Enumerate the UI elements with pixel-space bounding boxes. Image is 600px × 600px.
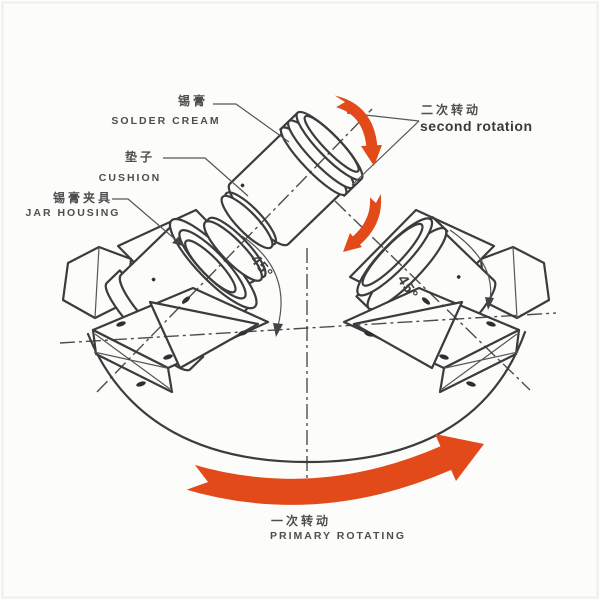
second-rotation-label-zh: 二次转动 [421,102,481,117]
second-rotation-arrow-lower-fishtail [363,186,385,203]
left-bracket-gusset [148,300,260,370]
exploded-jar-mold-dot [240,183,245,188]
second-rotation-label-en: second rotation [420,118,533,134]
cushion-ring-face [203,220,263,282]
bolt-slot [421,297,431,305]
left-angle-arrowhead-icon [273,323,283,337]
right-jar-mold-dot [456,275,461,279]
primary-rotation-arrow-head [435,434,484,481]
cushion-label-zh: 垫子 [125,149,155,164]
solder-cream-label-zh: 锡膏 [178,93,208,108]
primary-rotating-label-en: PRIMARY ROTATING [270,530,406,542]
left-jar-cavity-edge [184,239,237,294]
right-jar-lid-top-inner [361,222,424,287]
left-jar-axis-line [96,108,373,393]
left-angle-arc [241,235,282,327]
cushion-ring-face [220,194,274,250]
bolt-slot [364,331,374,337]
right-angle-arrowhead-icon [485,297,494,310]
solder-cream-label-en: SOLDER CREAM [111,115,220,127]
second-rotation-arrow-upper-fishtail [326,90,345,112]
turntable-platter-edge [86,330,527,464]
second-rotation-arrow-lower-head [343,233,362,252]
right-hex-facet-line [512,246,518,319]
solder-cream-leader-line [213,103,290,143]
second-rotation-arrow-lower [352,192,382,246]
primary-rotation-arrow-band [182,446,452,505]
jar-housing-label-en: JAR HOUSING [26,207,121,219]
exploded-jar-lid-top-inner [303,114,360,173]
bolt-slot [486,321,496,327]
right-bracket-front [342,286,521,394]
bolt-slot [466,381,476,387]
right-bracket-gusset [352,300,464,370]
second-rotation-arrow-upper-head [361,145,382,166]
left-jar-mold-dot [151,277,156,282]
left-bracket-front [91,286,270,394]
right-bracket-cross-line [444,351,519,369]
cushion-label-en: CUSHION [99,172,161,184]
bolt-slot [163,354,173,360]
primary-rotating-label-zh: 一次转动 [271,513,331,528]
left-bracket-cross-line [93,351,168,369]
jar-housing-leader-line [112,198,177,241]
cushion-leader-line [163,157,249,197]
right-angle-arc [449,229,492,301]
left-hex-facet-line [94,246,100,319]
horizontal-centerline [59,312,557,344]
bolt-slot [136,381,146,387]
jar-housing-leader-arrowhead-icon [172,236,183,246]
bolt-slot [439,354,449,360]
cushion-ring-upper [220,191,278,250]
left-bracket-cross-line [94,333,171,390]
jar-housing-label-zh: 锡膏夹具 [53,190,113,205]
bolt-slot [116,321,126,327]
primary-arrow-fishtail [172,456,208,495]
second-rotation-leader-lower [351,120,420,186]
right-bracket-cross-line [441,333,518,390]
